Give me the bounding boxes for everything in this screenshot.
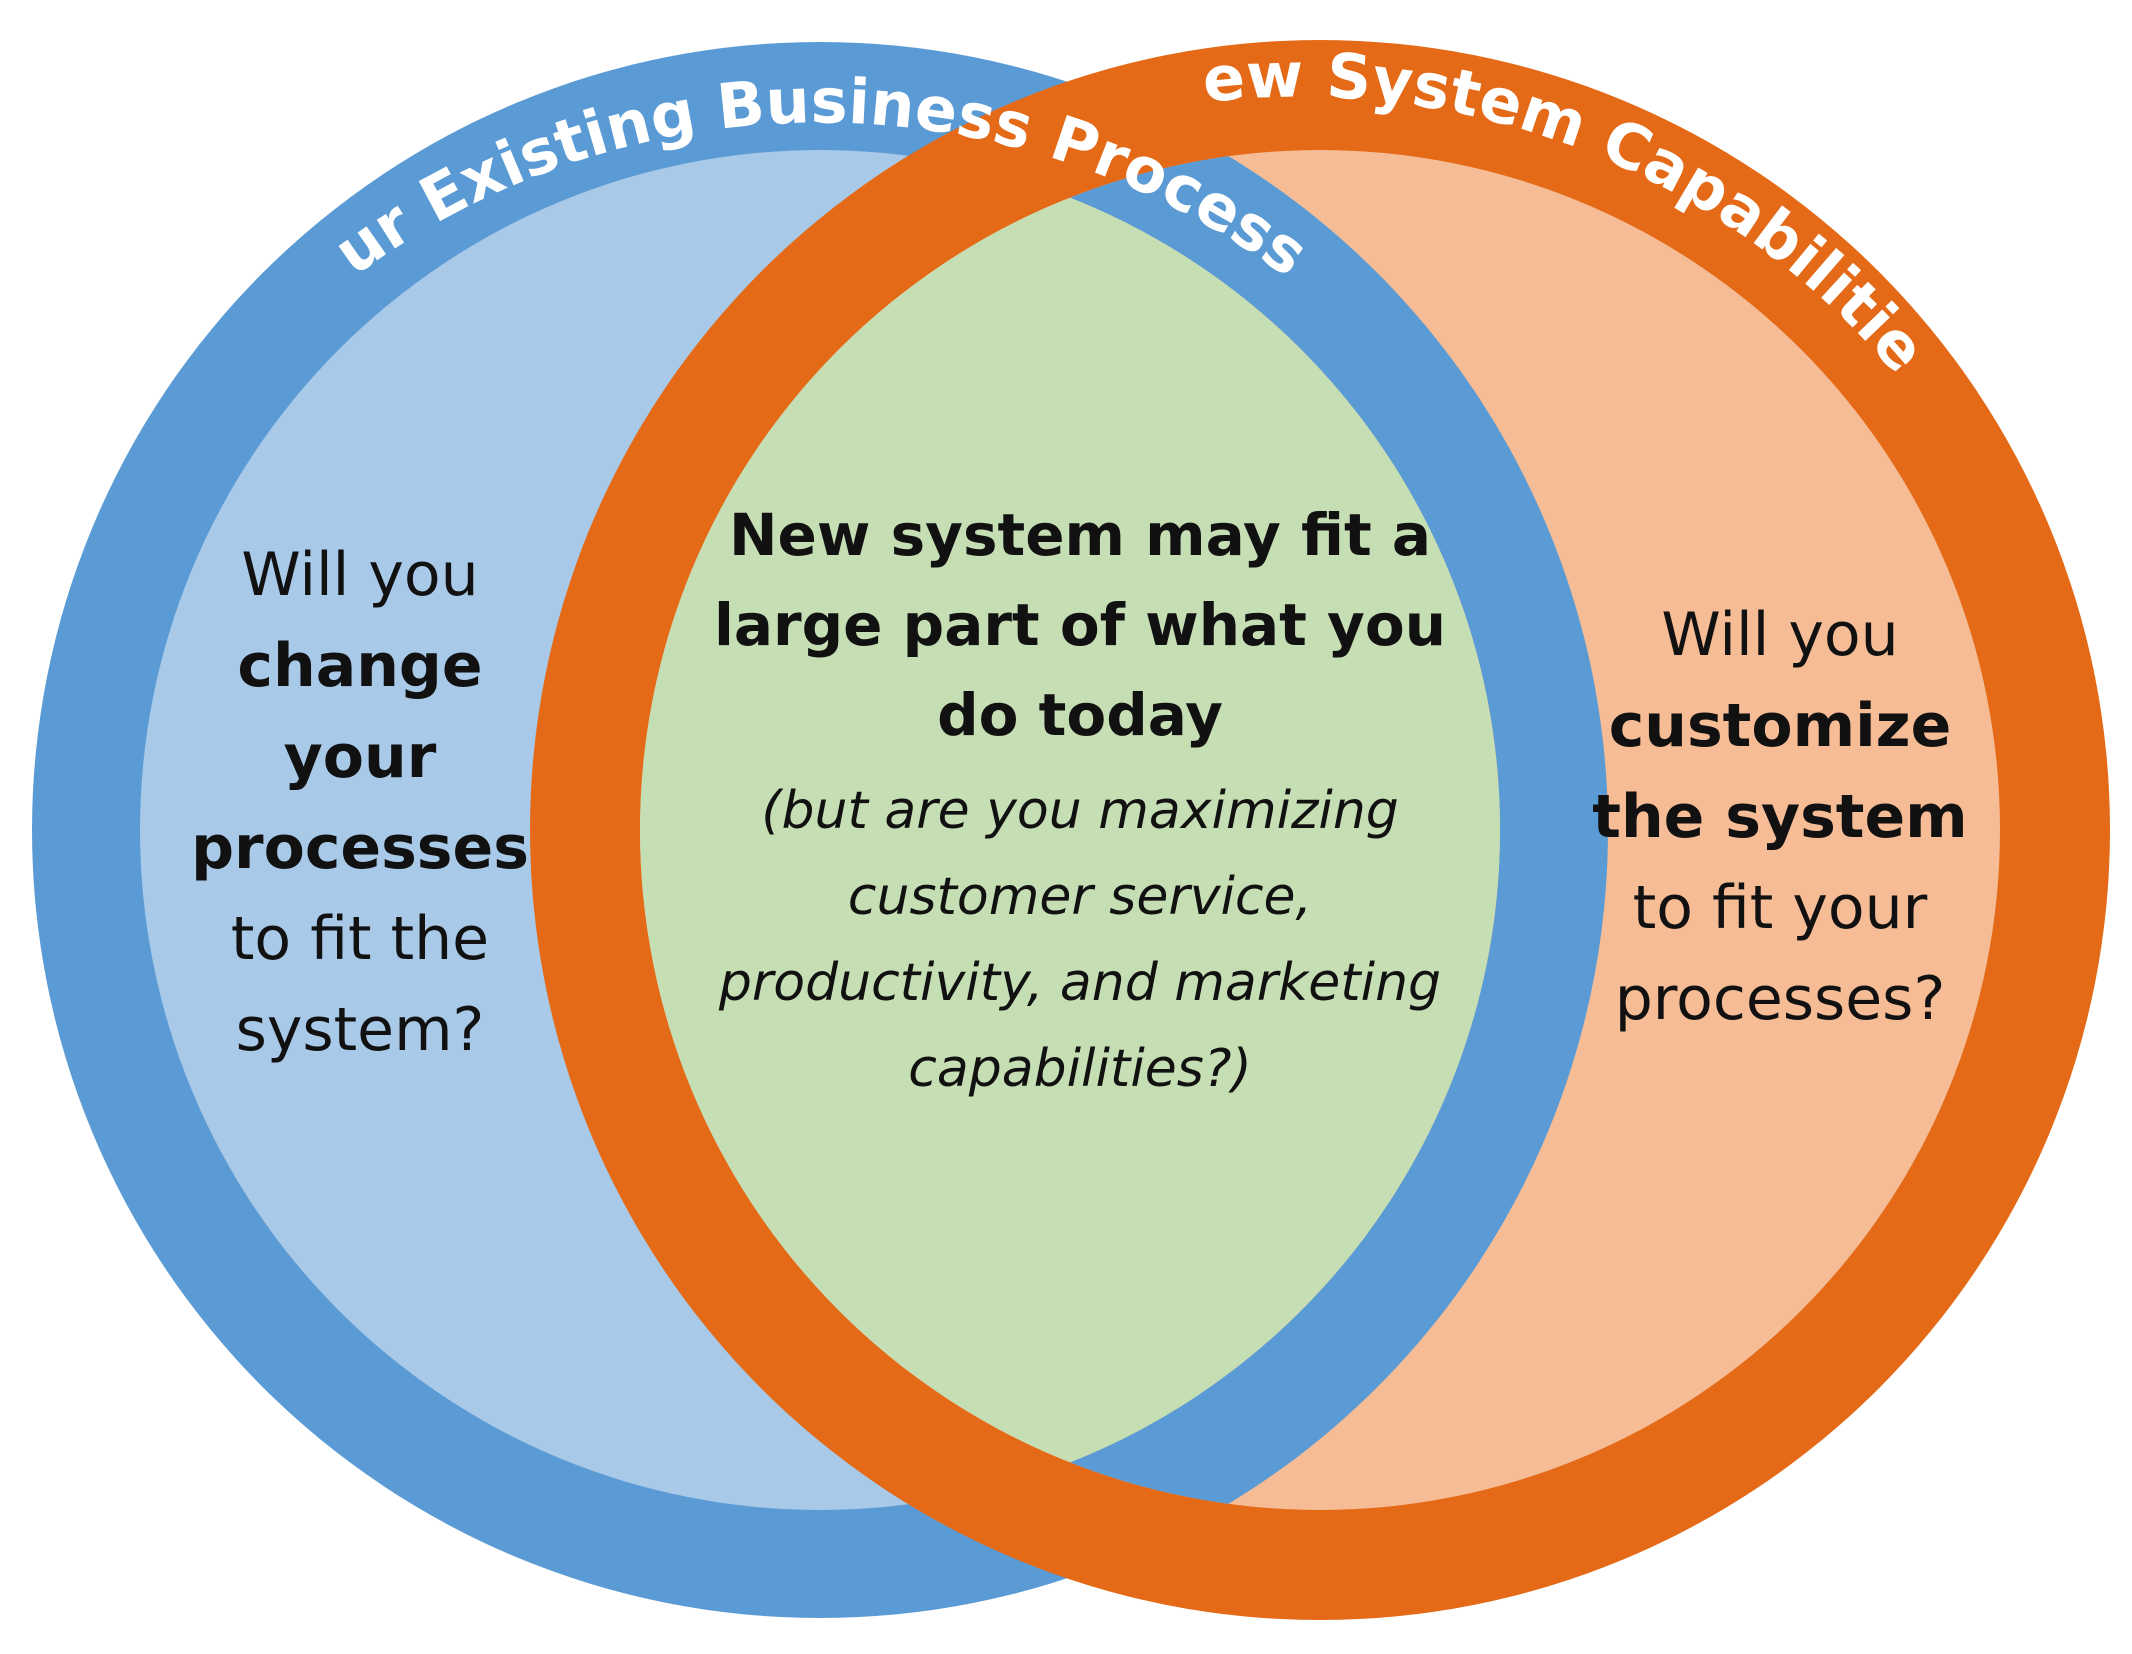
right-question-bold: customize the system [1592,691,1968,852]
left-question-bold: change your processes [191,631,529,883]
right-question-lead: Will you [1661,600,1899,670]
left-region-question: Will you change your processes to fit th… [160,530,560,1076]
overlap-heading: New system may fit a large part of what … [714,501,1446,749]
left-ring-overlap-arc [640,150,1608,1510]
overlap-subtext: (but are you maximizing customer service… [718,781,1442,1099]
right-question-tail: to fit your processes? [1614,873,1946,1034]
right-region-question: Will you customize the system to fit you… [1570,590,1990,1045]
overlap-region-text: New system may fit a large part of what … [680,490,1480,1112]
left-question-tail: to fit the system? [230,904,490,1065]
overlap-fill [640,150,1500,1510]
left-question-lead: Will you [241,540,479,610]
